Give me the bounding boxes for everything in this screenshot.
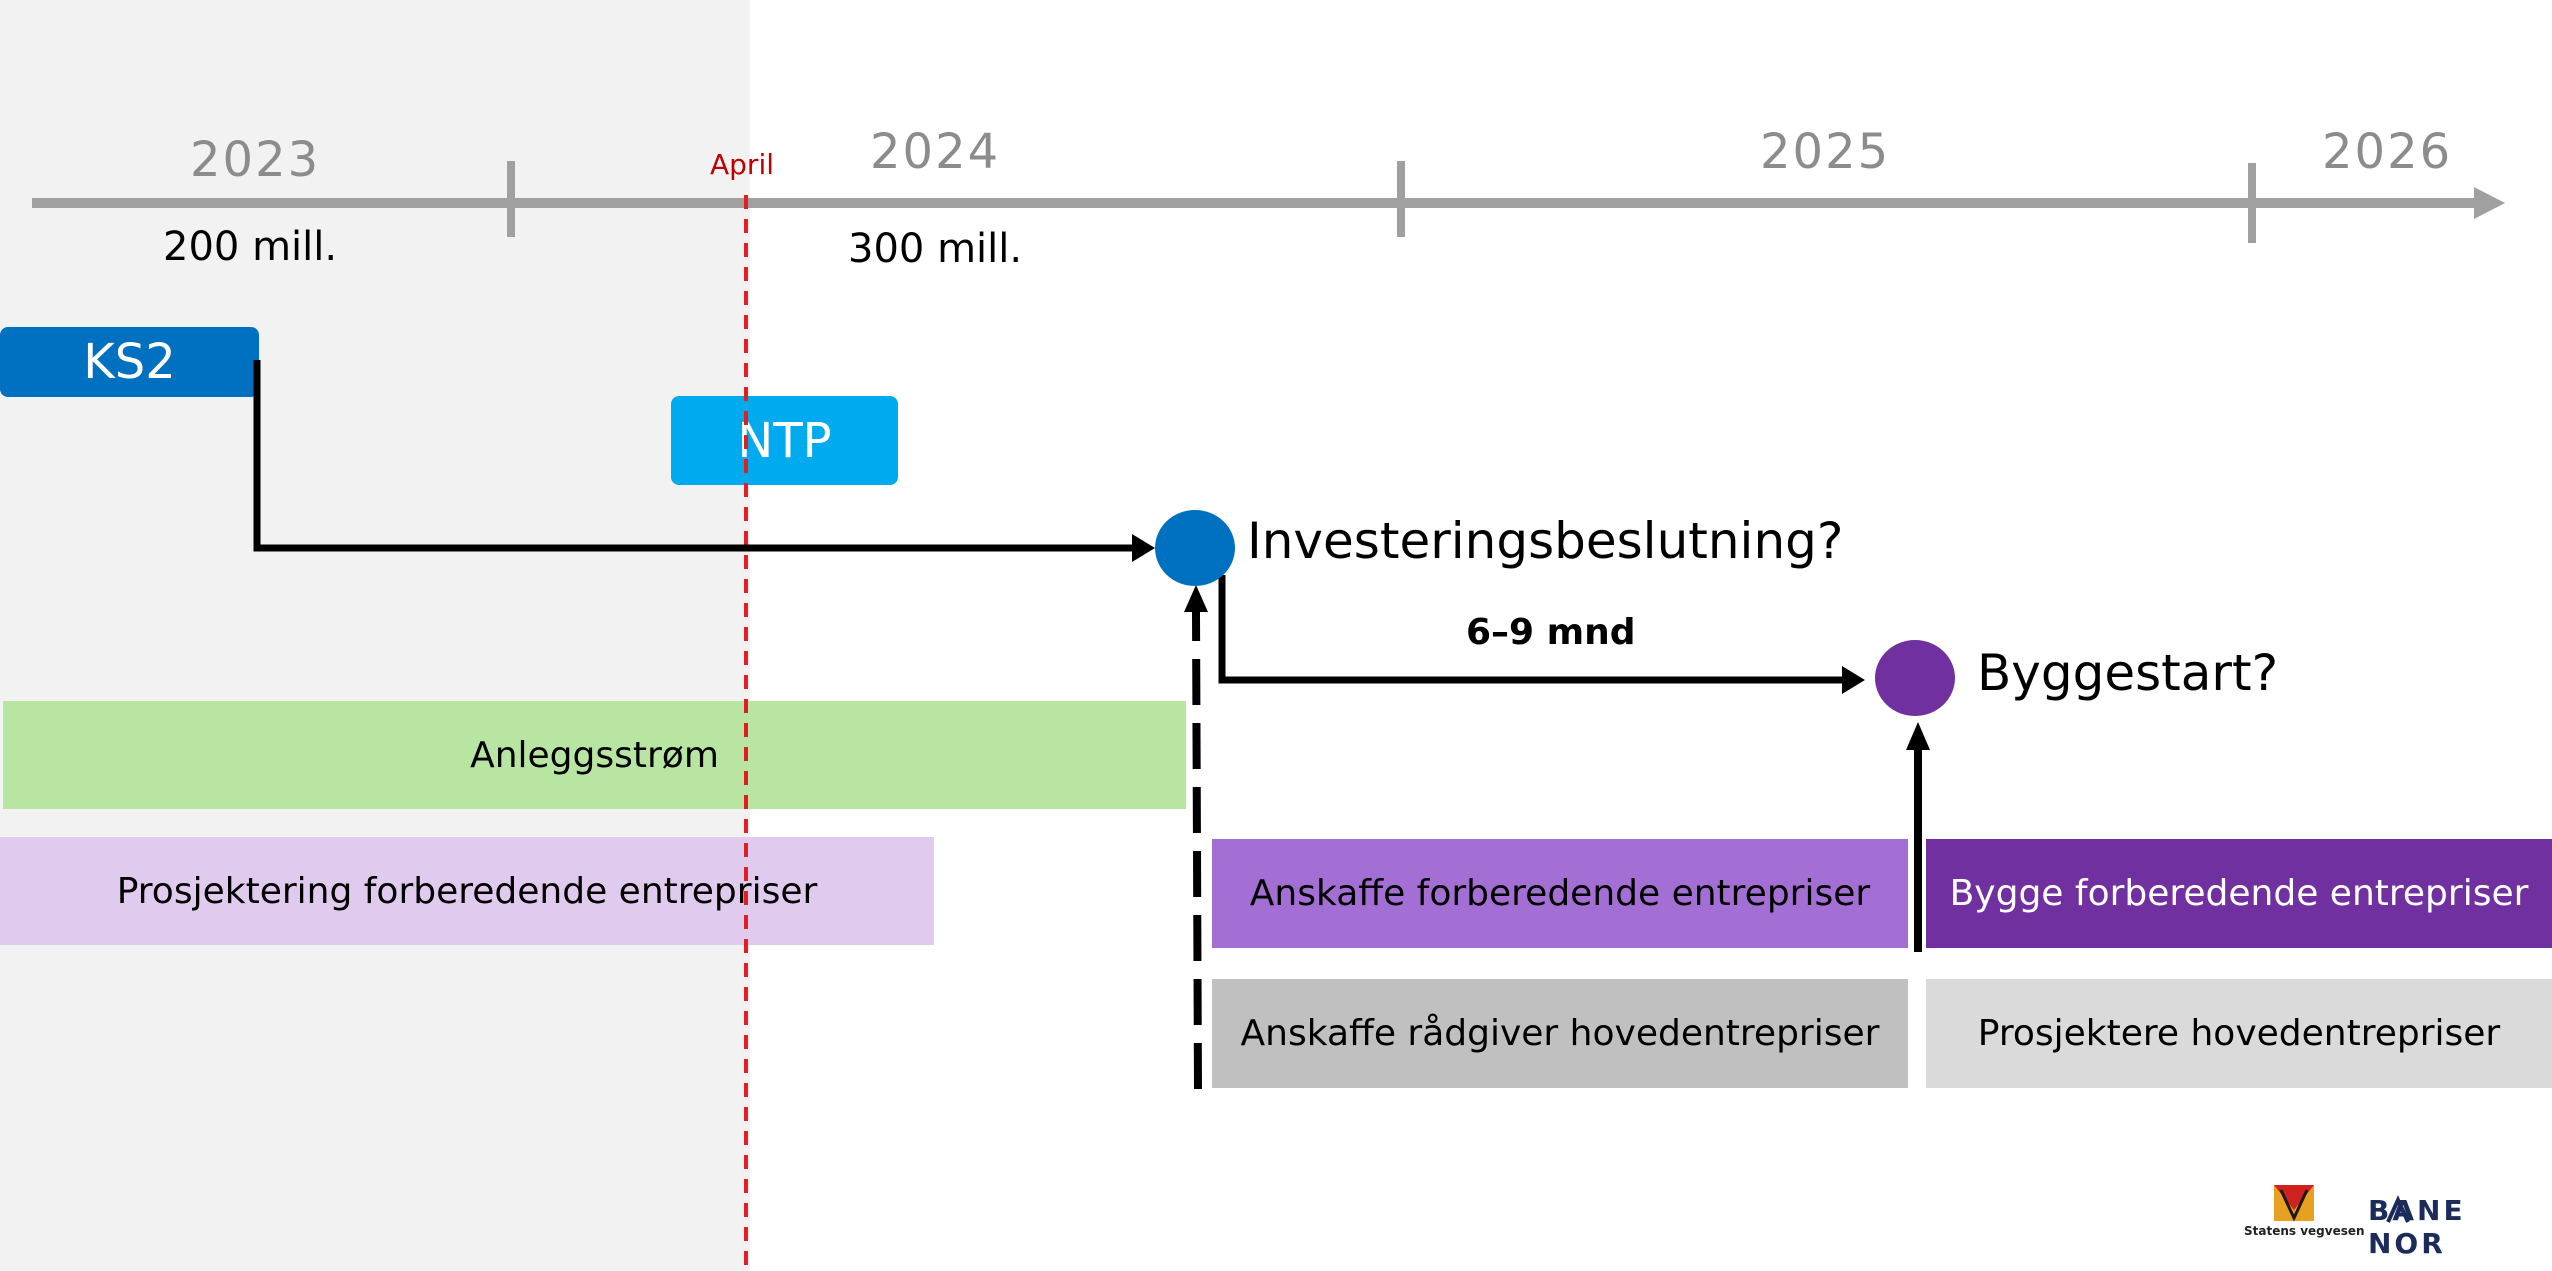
bar-anleggsstrom-label: Anleggsstrøm xyxy=(470,734,719,776)
timeline-axis-arrowhead xyxy=(2474,187,2505,219)
duration-label: 6–9 mnd xyxy=(1466,612,1636,653)
bar-bygge-forberedende-label: Bygge forberedende entrepriser xyxy=(1949,873,2529,914)
bar-prosjektere-hovedentrepriser: Prosjektere hovedentrepriser xyxy=(1926,979,2552,1088)
year-label-2026: 2026 xyxy=(2322,124,2453,180)
april-marker-label: April xyxy=(710,148,774,181)
ks2-to-investment-arrow xyxy=(253,360,1140,552)
statens-vegvesen-logo xyxy=(2274,1185,2314,1222)
bar-anskaffe-forberedende: Anskaffe forberedende entrepriser xyxy=(1212,839,1908,948)
investment-to-buildstart-arrowhead xyxy=(1842,666,1865,694)
bar-anleggsstrom: Anleggsstrøm xyxy=(3,701,1186,809)
arrow-to-buildstart-head xyxy=(1906,722,1930,750)
bar-bygge-forberedende: Bygge forberedende entrepriser xyxy=(1926,839,2552,948)
ks2-to-investment-arrowhead xyxy=(1132,534,1155,562)
buildstart-milestone-label: Byggestart? xyxy=(1977,644,2279,702)
bar-anskaffe-radgiver-label: Anskaffe rådgiver hovedentrepriser xyxy=(1240,1013,1880,1054)
dashed-arrow-to-investment-head xyxy=(1184,585,1208,612)
ntp-tag: NTP xyxy=(671,396,898,485)
buildstart-milestone-circle xyxy=(1875,640,1955,716)
year-label-2023: 2023 xyxy=(190,132,321,188)
investment-to-buildstart-arrow xyxy=(1218,575,1850,684)
bar-prosjektering-forberedende: Prosjektering forberedende entrepriser xyxy=(0,837,934,945)
ks2-tag: KS2 xyxy=(0,327,259,397)
ntp-tag-label: NTP xyxy=(737,412,832,469)
bar-prosjektering-forberedende-label: Prosjektering forberedende entrepriser xyxy=(116,870,818,912)
amount-2023: 200 mill. xyxy=(163,224,338,270)
bar-anskaffe-forberedende-label: Anskaffe forberedende entrepriser xyxy=(1249,873,1871,914)
ks2-tag-label: KS2 xyxy=(83,334,176,390)
bar-prosjektere-hovedentrepriser-label: Prosjektere hovedentrepriser xyxy=(1977,1013,2501,1054)
past-period-shading xyxy=(0,0,750,1271)
year-label-2024: 2024 xyxy=(870,124,1001,180)
bar-anskaffe-radgiver: Anskaffe rådgiver hovedentrepriser xyxy=(1212,979,1908,1088)
investment-milestone-circle xyxy=(1155,510,1235,586)
year-label-2025: 2025 xyxy=(1760,124,1891,180)
banenor-logo-text: BANE NOR xyxy=(2368,1194,2466,1260)
amount-2024: 300 mill. xyxy=(848,226,1023,272)
banenor-logo-mark xyxy=(2386,1195,2410,1223)
statens-vegvesen-text: Statens vegvesen xyxy=(2244,1224,2365,1238)
investment-milestone-label: Investeringsbeslutning? xyxy=(1247,512,1844,570)
dashed-arrow-to-investment xyxy=(1192,611,1202,1090)
